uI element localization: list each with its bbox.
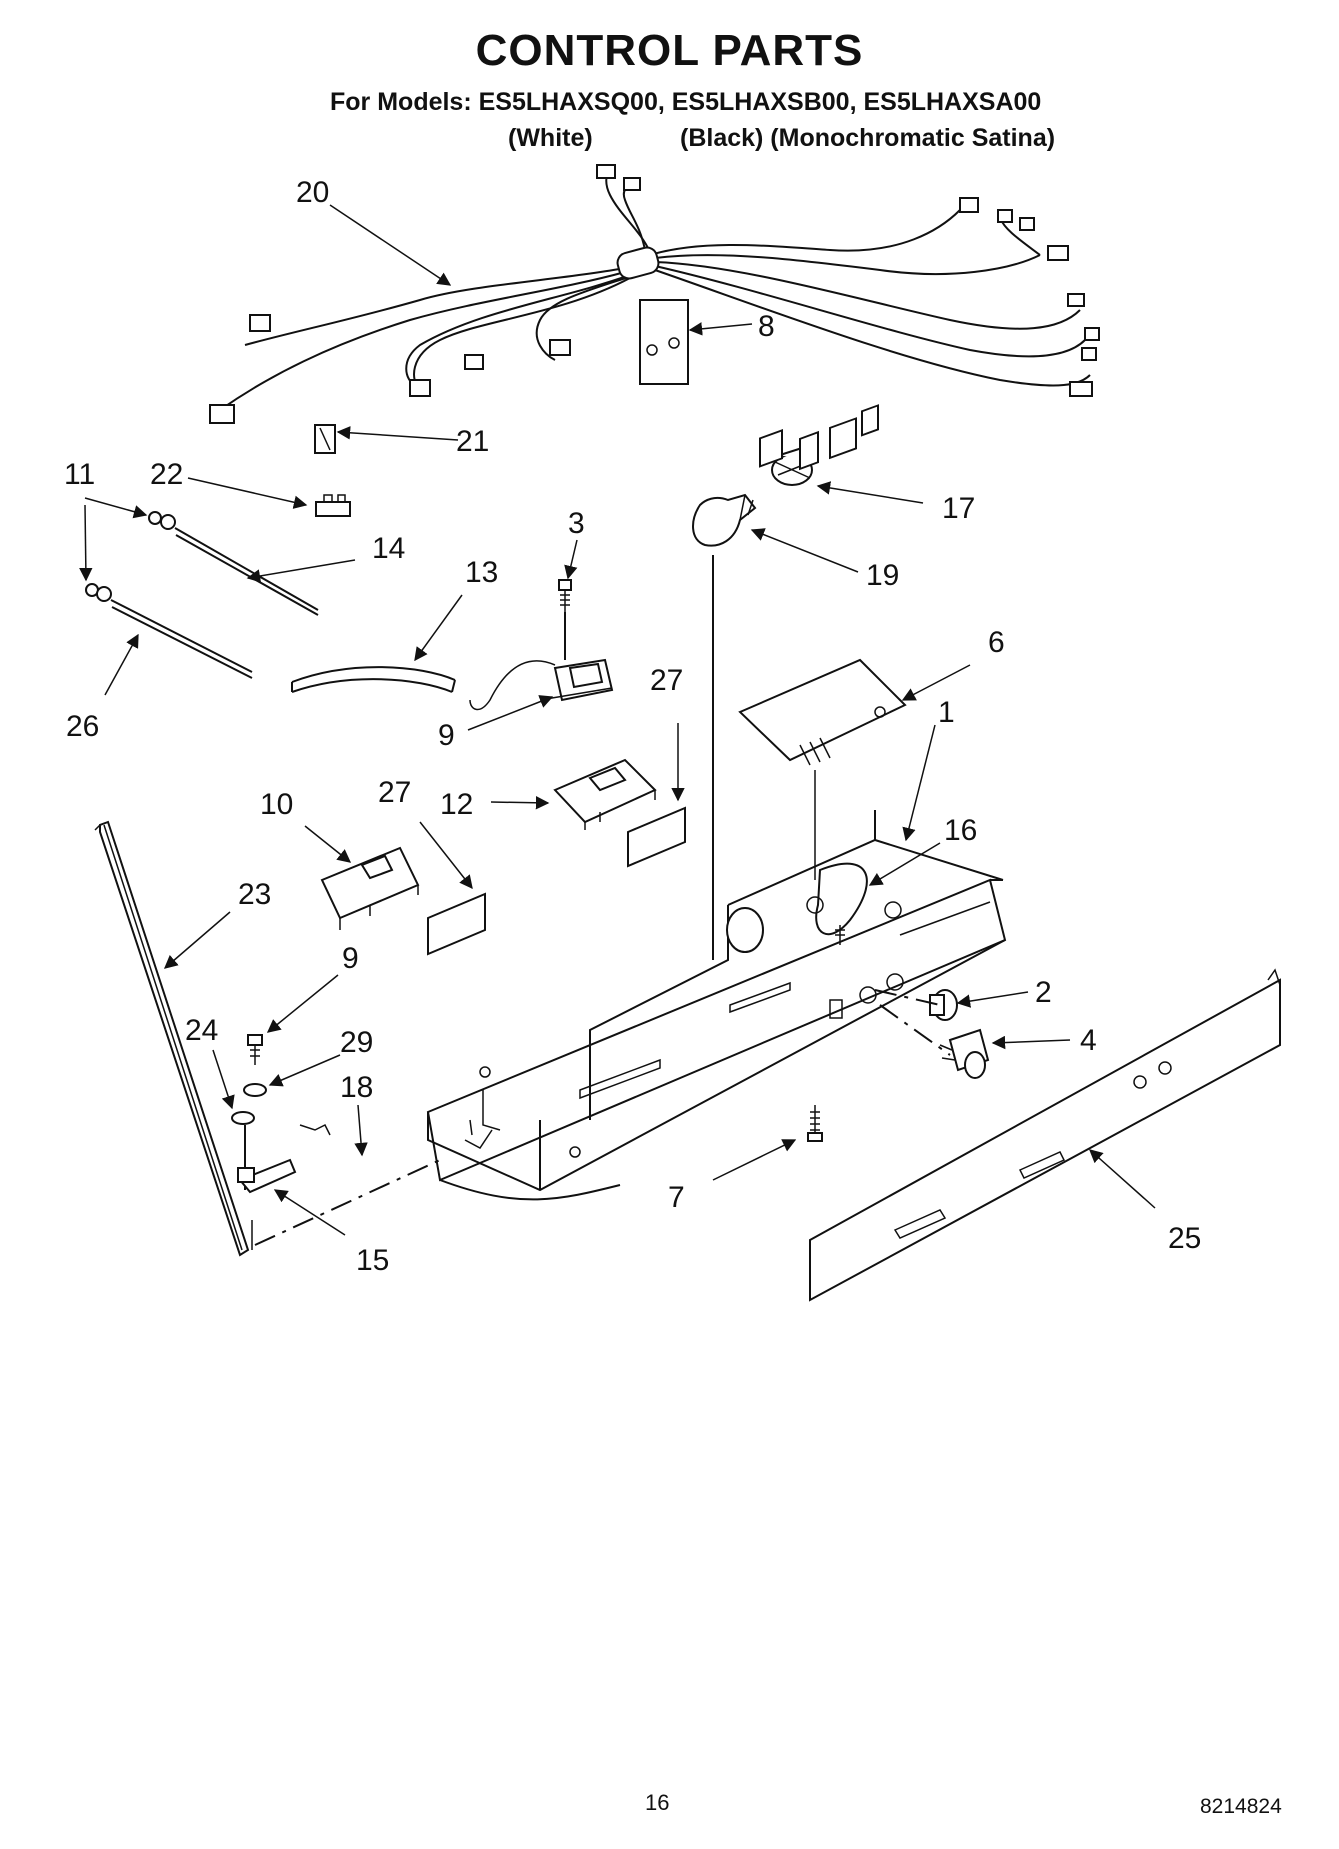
callout-21: 21 — [456, 425, 489, 458]
callout-29: 29 — [340, 1026, 373, 1059]
part-21-clip — [314, 424, 336, 454]
callout-1: 1 — [938, 696, 955, 729]
part-27-labels — [427, 806, 686, 956]
centerline-4 — [879, 1004, 951, 1056]
callout-19: 19 — [866, 559, 899, 592]
centerline-2 — [874, 989, 941, 1006]
callout-20: 20 — [296, 176, 329, 209]
part-1-control-housing — [426, 810, 1007, 1201]
part-12-bracket — [553, 758, 657, 830]
lower-hardware — [231, 1034, 331, 1194]
callout-25: 25 — [1168, 1222, 1201, 1255]
callout-7: 7 — [668, 1181, 685, 1214]
callout-15: 15 — [356, 1244, 389, 1277]
centerline-lower — [254, 1159, 441, 1246]
callout-27: 27 — [378, 776, 411, 809]
callout-9: 9 — [438, 719, 455, 752]
callout-numbers: 20 8 21 11 22 3 17 14 19 13 6 26 9 27 1 … — [64, 176, 1201, 1277]
callout-22: 22 — [150, 458, 183, 491]
callout-3: 3 — [568, 507, 585, 540]
part-2-knob — [929, 989, 958, 1021]
callout-6: 6 — [988, 626, 1005, 659]
variant-black-satina: (Black) (Monochromatic Satina) — [680, 124, 1056, 152]
callout-13: 13 — [465, 556, 498, 589]
callout-14: 14 — [372, 532, 405, 565]
callout-2: 2 — [1035, 976, 1052, 1009]
page-title: CONTROL PARTS — [475, 26, 864, 75]
document-number: 8214824 — [1200, 1795, 1282, 1818]
callout-16: 16 — [944, 814, 977, 847]
callout-4: 4 — [1080, 1024, 1097, 1057]
part-7-screw — [807, 1105, 823, 1142]
callout-26: 26 — [66, 710, 99, 743]
wiring-harness — [209, 164, 1100, 424]
part-6-control-board — [738, 404, 907, 880]
part-10-bracket — [320, 846, 420, 930]
callout-11: 11 — [64, 458, 95, 491]
callout-18: 18 — [340, 1071, 373, 1104]
callout-9: 9 — [342, 942, 359, 975]
callout-24: 24 — [185, 1014, 218, 1047]
leader-lines — [79, 204, 1156, 1236]
callout-10: 10 — [260, 788, 293, 821]
callout-12: 12 — [440, 788, 473, 821]
part-23-side-panel — [94, 820, 250, 1257]
part-4-switch — [939, 1028, 990, 1079]
part-3-screw-part-9-switch — [469, 579, 614, 711]
part-25-trim — [809, 968, 1281, 1302]
part-8-pad — [639, 299, 689, 385]
callout-8: 8 — [758, 310, 775, 343]
variant-white: (White) — [508, 124, 593, 152]
models-line: For Models: ES5LHAXSQ00, ES5LHAXSB00, ES… — [330, 88, 1042, 116]
callout-27: 27 — [650, 664, 683, 697]
page-number: 16 — [645, 1790, 670, 1815]
part-13-tube — [291, 666, 456, 693]
callout-17: 17 — [942, 492, 975, 525]
callout-23: 23 — [238, 878, 271, 911]
part-22-clip — [315, 494, 351, 517]
rods-and-grommets — [85, 511, 319, 679]
